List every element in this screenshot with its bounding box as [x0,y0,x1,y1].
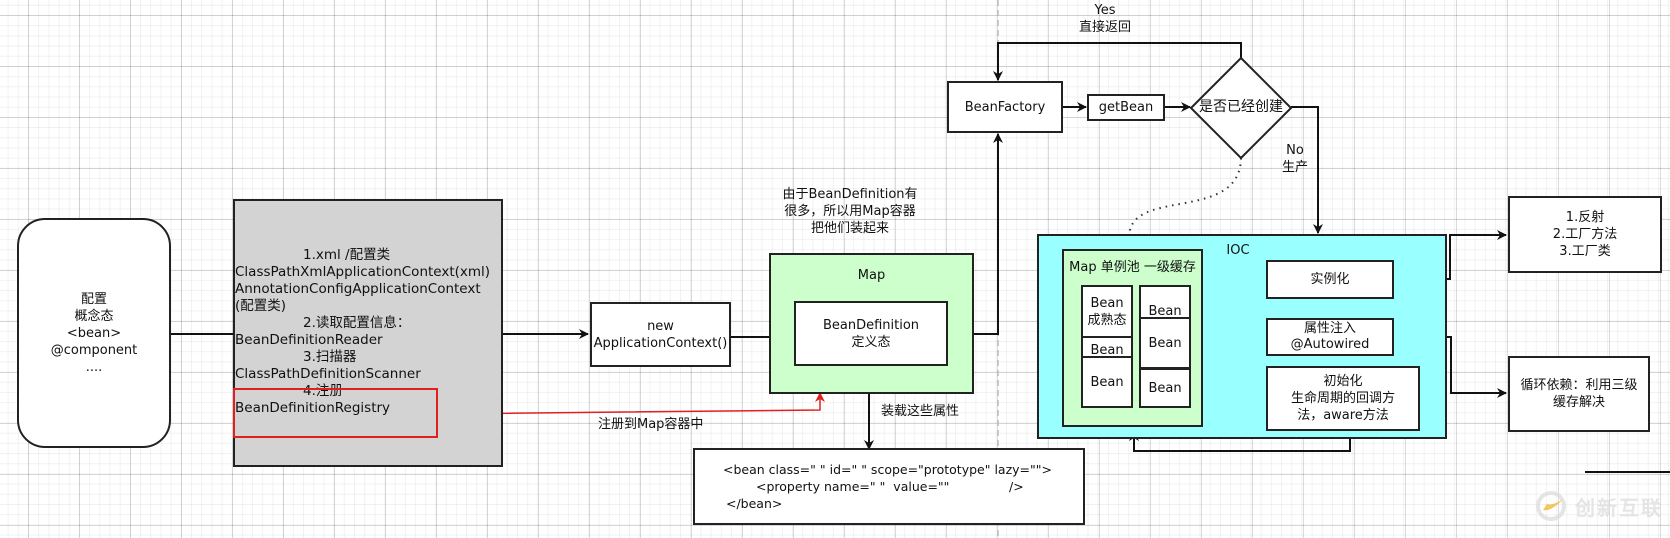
bean-cell-label: Bean [1090,295,1124,311]
bean-cell-label: Bean [1148,380,1182,396]
edge-register-map [437,392,825,415]
step1-title: 1.xml /配置类 [303,247,391,263]
step2-value: BeanDefinitionReader [235,332,383,348]
watermark-logo-icon [1536,491,1566,521]
watermark: 创新互联 [1535,490,1663,522]
step4-value: BeanDefinitionRegistry [235,400,391,416]
concept-box[interactable]: 配置 概念态 <bean> @component .... [17,218,171,448]
bean-cell-label: Bean [1090,343,1124,358]
app-context-line1: new [647,318,674,334]
concept-line: 概念态 [74,308,114,324]
config-box[interactable]: 1.xml /配置类 ClassPathXmlApplicationContex… [233,199,503,467]
init-line1: 初始化 [1323,374,1363,389]
circular-line2: 缓存解决 [1552,395,1605,410]
bean-factory-label: BeanFactory [964,99,1046,115]
init-line3: 法，aware方法 [1297,408,1389,423]
no-label-line1: No [1286,143,1304,158]
circular-dependency-box[interactable]: 循环依赖：利用三级 缓存解决 [1508,356,1650,432]
bean-cell[interactable]: Bean [1139,285,1191,319]
get-bean-box[interactable]: getBean [1087,94,1165,121]
registry-highlight [233,388,438,438]
no-label-line2: 生产 [1281,160,1308,175]
create-method-line: 1.反射 [1565,210,1605,225]
singleton-pool-title: Map 单例池 一级缓存 [1069,260,1196,275]
app-context-box[interactable]: new ApplicationContext() [590,302,731,367]
bean-definition-line1: BeanDefinition [822,317,920,333]
get-bean-label: getBean [1098,100,1154,115]
instantiate-label: 实例化 [1310,272,1350,287]
bean-cell[interactable]: Bean [1081,336,1133,358]
bean-cell[interactable]: Bean 成熟态 [1081,285,1133,338]
bean-factory-box[interactable]: BeanFactory [947,81,1063,133]
load-label: 装载这些属性 [881,404,960,419]
bean-cell-state: 成熟态 [1087,312,1127,328]
instantiate-box[interactable]: 实例化 [1266,260,1394,299]
map-note-line1: 由于BeanDefinition有 [782,187,918,202]
bean-cell[interactable]: Bean [1139,317,1191,369]
circular-line1: 循环依赖：利用三级 [1520,378,1638,393]
bean-xml-line1: <bean class=" " id=" " scope="prototype"… [723,462,1052,477]
map-note-line2: 很多，所以用Map容器 [784,204,916,219]
bean-definition-box[interactable]: BeanDefinition 定义态 [794,301,948,366]
init-line2: 生命周期的回调方 [1290,391,1395,406]
decision-diamond[interactable] [1188,56,1294,160]
create-methods-box[interactable]: 1.反射 2.工厂方法 3.工厂类 [1508,196,1662,273]
register-label: 注册到Map容器中 [598,417,704,432]
create-method-line: 2.工厂方法 [1552,227,1618,242]
app-context-line2: ApplicationContext() [593,335,728,351]
bean-cell[interactable]: Bean [1081,356,1133,408]
bean-definition-line2: 定义态 [851,334,891,350]
edge-yes-return [993,42,1242,81]
bean-cell[interactable]: Bean [1139,368,1191,408]
step3-value: ClassPathDefinitionScanner [235,366,421,382]
watermark-text: 创新互联 [1575,495,1663,520]
bean-xml-line3: </bean> [726,496,783,511]
step4-title: 4.注册 [303,383,343,399]
bean-xml-line2: <property name=" " value="" /> [756,479,1024,494]
yes-label-line1: Yes [1094,3,1116,18]
inject-line2: @Autowired [1290,337,1370,352]
decision-label: 是否已经创建 [1199,99,1283,115]
yes-label: Yes 直接返回 [1070,2,1140,36]
concept-line: .... [85,359,103,375]
step1-line2: AnnotationConfigApplicationContext(配置类) [235,281,481,314]
ioc-title: IOC [1226,243,1250,258]
bean-cell-label: Bean [1090,374,1124,390]
no-label: No 生产 [1275,142,1315,176]
step3-title: 3.扫描器 [303,349,357,365]
inject-box[interactable]: 属性注入 @Autowired [1266,318,1394,356]
edge-init-pool [1129,431,1351,452]
bean-cell-label: Bean [1148,304,1182,319]
concept-line: 配置 [80,291,107,307]
bean-cell-label: Bean [1148,335,1182,351]
step1-line1: ClassPathXmlApplicationContext(xml) [235,264,491,280]
map-note: 由于BeanDefinition有 很多，所以用Map容器 把他们装起来 [770,186,930,237]
map-note-line3: 把他们装起来 [810,221,889,236]
concept-line: <bean> [66,325,122,341]
yes-label-line2: 直接返回 [1078,20,1131,35]
edge-no-produce [1291,106,1323,234]
inject-line1: 属性注入 [1303,321,1356,336]
bean-xml-box[interactable]: <bean class=" " id=" " scope="prototype"… [693,448,1085,525]
init-box[interactable]: 初始化 生命周期的回调方 法，aware方法 [1266,366,1420,431]
create-method-line: 3.工厂类 [1559,244,1611,259]
step2-title: 2.读取配置信息： [303,315,411,331]
concept-line: @component [50,342,138,358]
map-title: Map [857,268,886,283]
